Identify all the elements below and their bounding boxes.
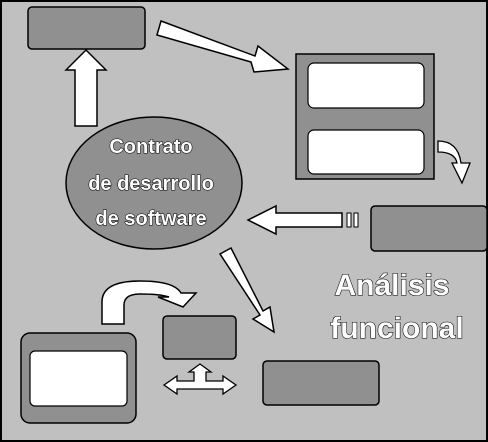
top-right-panel-upper	[307, 62, 425, 109]
right-box	[370, 205, 488, 252]
top-left-box	[27, 6, 146, 50]
curved-arrow-small	[437, 140, 471, 185]
bottom-right-box	[262, 360, 380, 406]
top-right-panel-lower	[307, 129, 425, 175]
side-label-line-1: Análisis	[334, 269, 449, 302]
center-label-line-3: de software	[95, 208, 206, 230]
bottom-center-box	[162, 315, 237, 360]
center-label-line-1: Contrato	[109, 136, 192, 158]
diagonal-arrow-top	[156, 20, 290, 73]
center-ellipse	[65, 116, 243, 250]
left-arrow-tail-mark-2	[353, 212, 359, 228]
bottom-left-panel	[29, 350, 128, 407]
left-arrow	[246, 204, 343, 236]
curved-arrow-large	[101, 280, 198, 325]
double-arrow	[162, 363, 238, 396]
side-label-line-2: funcional	[330, 312, 463, 345]
up-arrow	[64, 48, 108, 127]
left-arrow-tail-mark-1	[346, 212, 352, 228]
center-label-line-2: de desarrollo	[88, 173, 214, 195]
diagonal-arrow-down	[218, 246, 275, 334]
